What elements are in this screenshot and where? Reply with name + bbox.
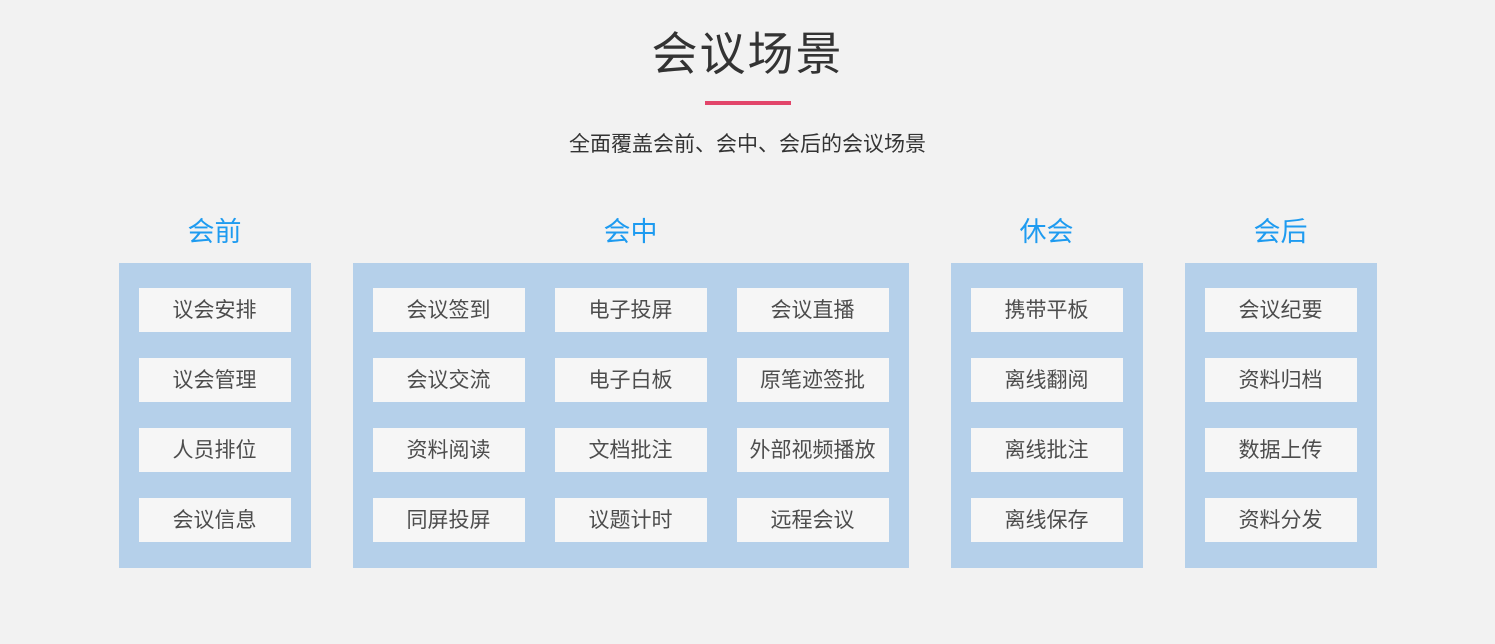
- scene-item: 电子白板: [554, 358, 707, 403]
- scene-row: 资料阅读 文档批注 外部视频播放: [372, 428, 889, 473]
- scene-item: 会议信息: [138, 498, 291, 543]
- scene-item: 远程会议: [736, 498, 889, 543]
- scene-item: 资料阅读: [372, 428, 525, 473]
- title-underline-divider: [704, 100, 791, 105]
- scene-item: 离线保存: [970, 498, 1123, 543]
- scene-item: 人员排位: [138, 428, 291, 473]
- scene-item: 议会安排: [138, 288, 291, 333]
- scene-item: 原笔迹签批: [736, 358, 889, 403]
- phase-heading-in-meeting: 会中: [603, 216, 658, 248]
- scene-row: 会议交流 电子白板 原笔迹签批: [372, 358, 889, 403]
- scene-item: 同屏投屏: [372, 498, 525, 543]
- section-header: 会议场景 全面覆盖会前、会中、会后的会议场景: [0, 26, 1495, 158]
- scene-item: 电子投屏: [554, 288, 707, 333]
- column-recess: 休会 携带平板 离线翻阅 离线批注 离线保存: [950, 216, 1143, 569]
- pre-meeting-panel: 议会安排 议会管理 人员排位 会议信息: [118, 263, 311, 569]
- scene-item: 离线批注: [970, 428, 1123, 473]
- in-meeting-panel: 会议签到 电子投屏 会议直播 会议交流 电子白板 原笔迹签批 资料阅读 文档批注…: [352, 263, 909, 569]
- scene-item: 外部视频播放: [736, 428, 889, 473]
- phase-heading-pre-meeting: 会前: [187, 216, 242, 248]
- scene-item: 离线翻阅: [970, 358, 1123, 403]
- scene-item: 数据上传: [1204, 428, 1357, 473]
- scene-item: 议会管理: [138, 358, 291, 403]
- section-subtitle: 全面覆盖会前、会中、会后的会议场景: [569, 131, 926, 156]
- scene-row: 会议签到 电子投屏 会议直播: [372, 288, 889, 333]
- scene-item: 议题计时: [554, 498, 707, 543]
- scene-row: 同屏投屏 议题计时 远程会议: [372, 498, 889, 543]
- scene-item: 会议签到: [372, 288, 525, 333]
- scene-item: 会议交流: [372, 358, 525, 403]
- column-post-meeting: 会后 会议纪要 资料归档 数据上传 资料分发: [1184, 216, 1377, 569]
- recess-panel: 携带平板 离线翻阅 离线批注 离线保存: [950, 263, 1143, 569]
- scene-item: 会议直播: [736, 288, 889, 333]
- post-meeting-panel: 会议纪要 资料归档 数据上传 资料分发: [1184, 263, 1377, 569]
- column-in-meeting: 会中 会议签到 电子投屏 会议直播 会议交流 电子白板 原笔迹签批 资料阅读 文…: [352, 216, 909, 569]
- phase-heading-post-meeting: 会后: [1253, 216, 1308, 248]
- page-title: 会议场景: [651, 27, 844, 81]
- phase-columns: 会前 议会安排 议会管理 人员排位 会议信息 会中 会议签到 电子投屏 会议直播…: [0, 216, 1495, 569]
- scene-item: 文档批注: [554, 428, 707, 473]
- phase-heading-recess: 休会: [1019, 216, 1074, 248]
- column-pre-meeting: 会前 议会安排 议会管理 人员排位 会议信息: [118, 216, 311, 569]
- scene-item: 携带平板: [970, 288, 1123, 333]
- scene-item: 资料分发: [1204, 498, 1357, 543]
- scene-item: 资料归档: [1204, 358, 1357, 403]
- scene-item: 会议纪要: [1204, 288, 1357, 333]
